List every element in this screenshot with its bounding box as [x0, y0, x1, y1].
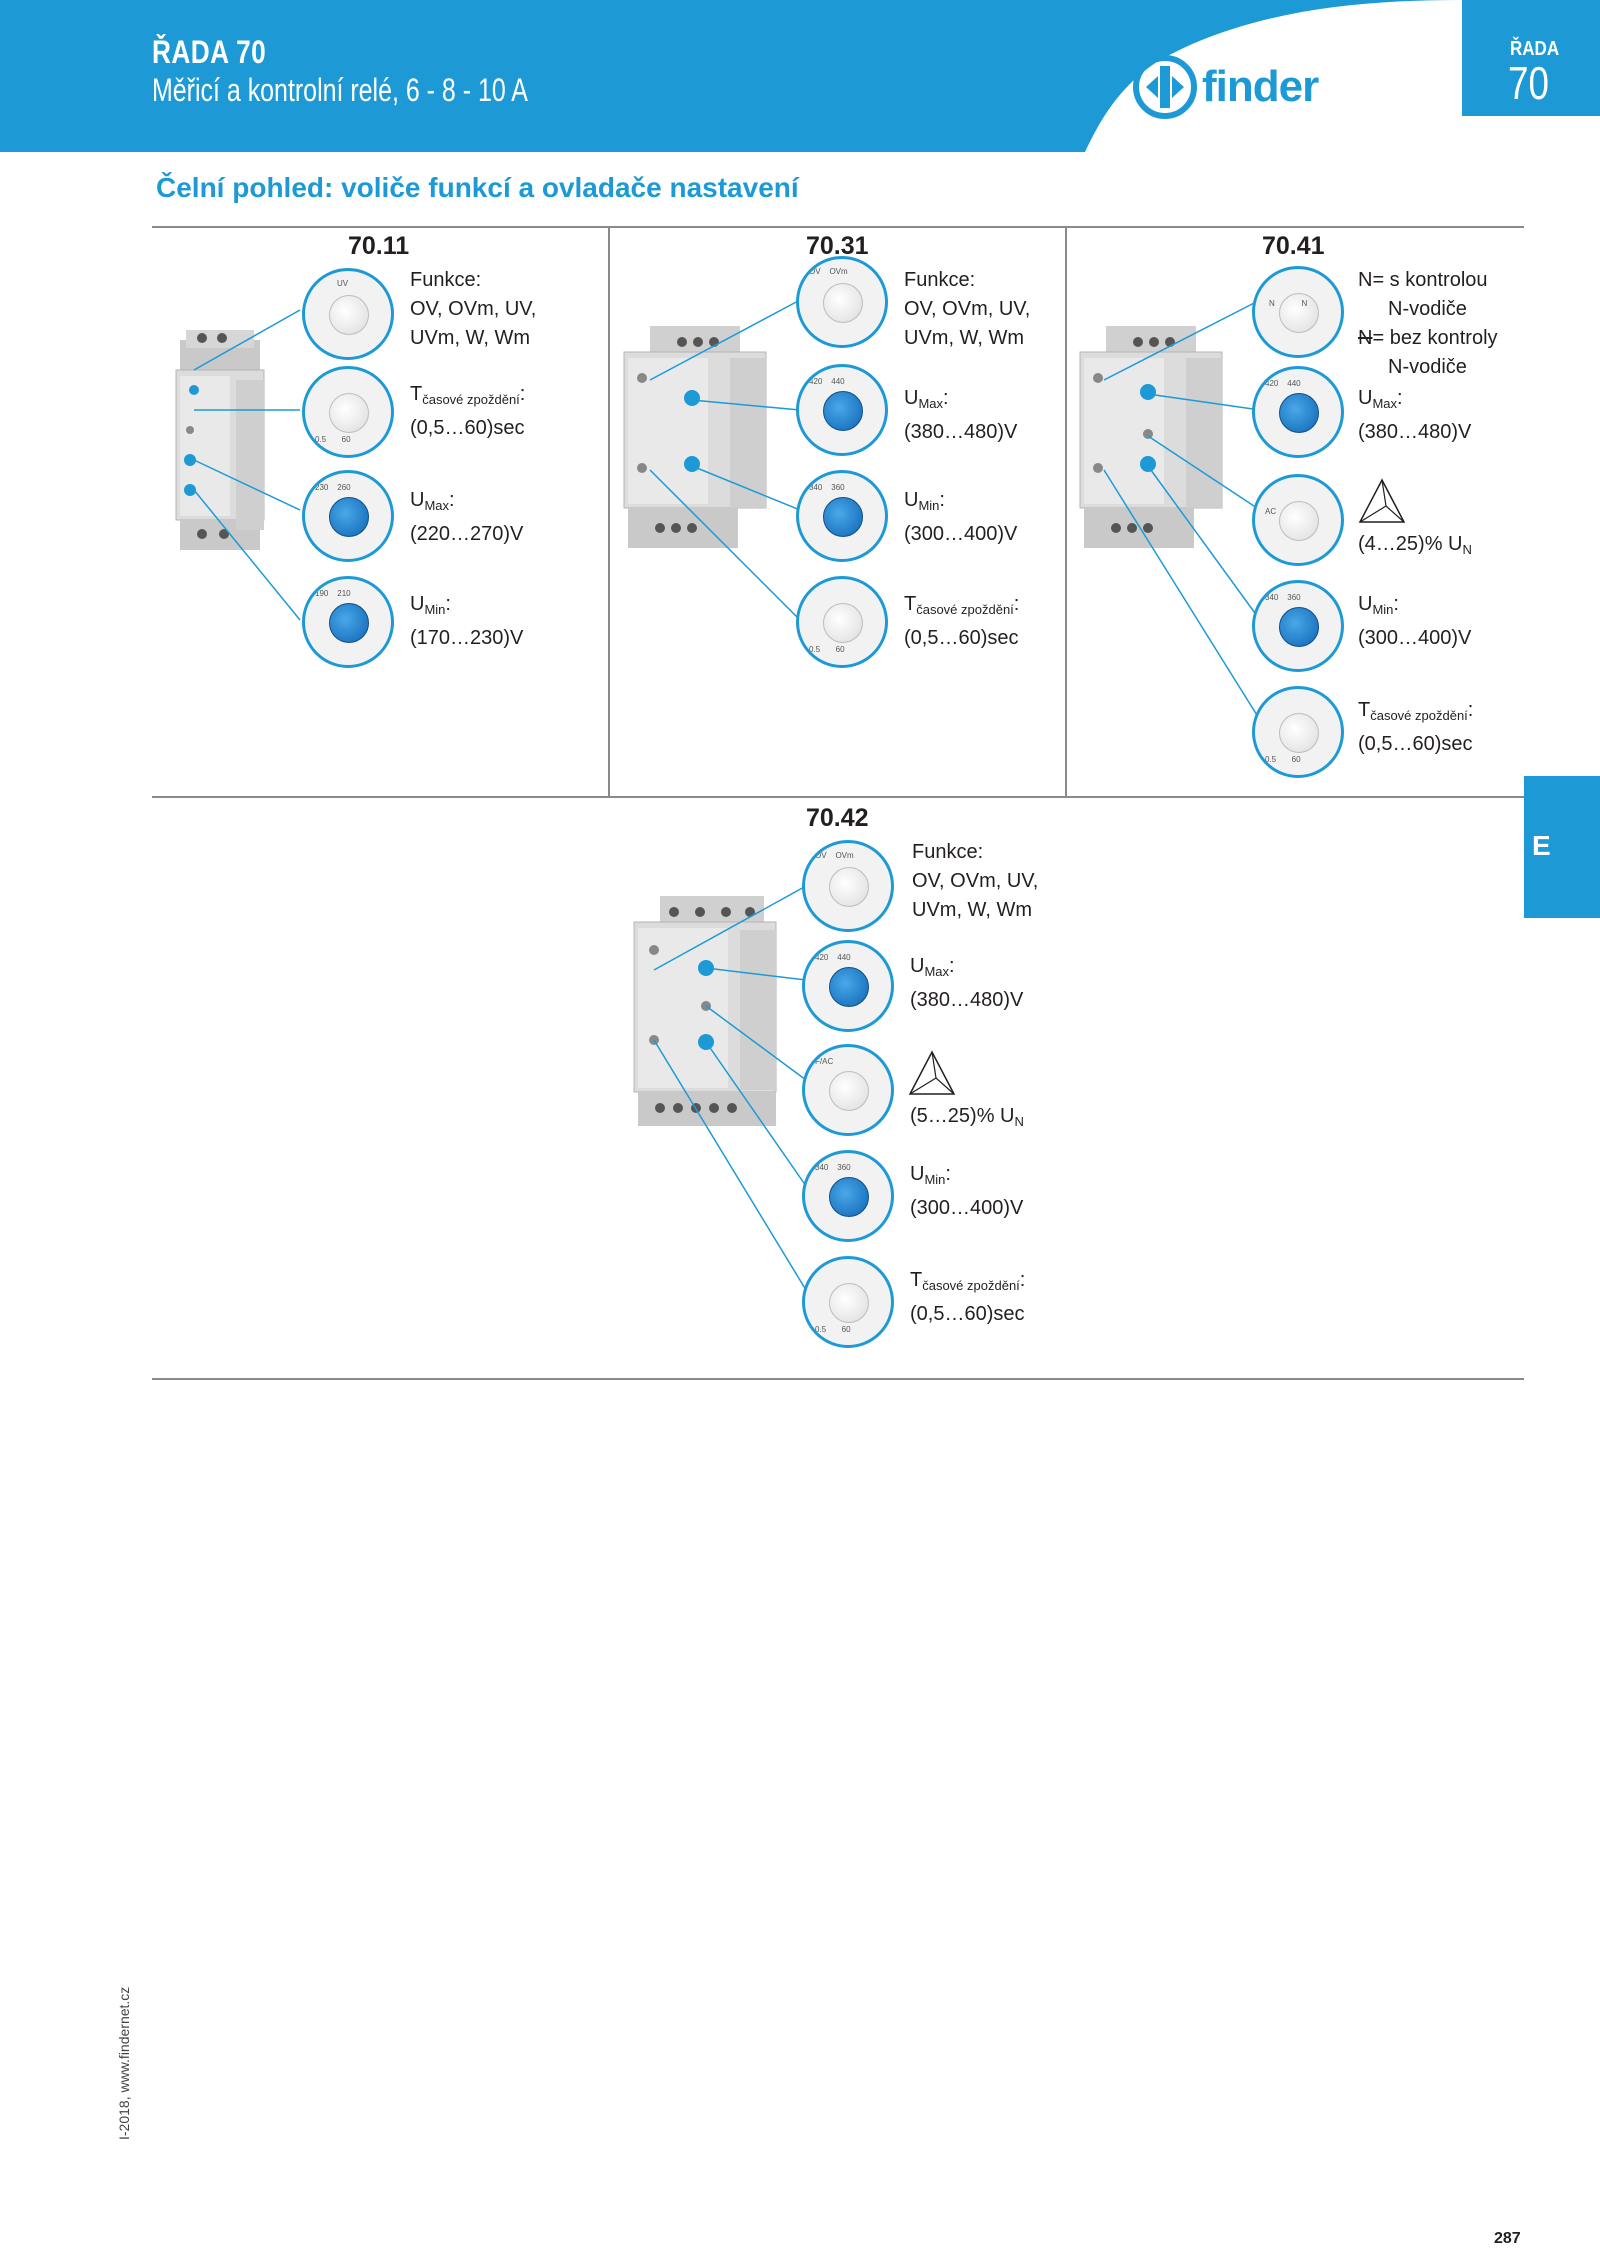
- umin-dial-7011: 190 210: [302, 576, 394, 668]
- delay-label-7031: Tčasové zpoždění: (0,5…60)sec: [904, 590, 1019, 653]
- relay-7042-device: [633, 896, 777, 1126]
- model-title-7031: 70.31: [806, 232, 869, 260]
- relay-7041-device: [1079, 326, 1223, 548]
- table-top-rule: [152, 226, 1524, 228]
- delay-label-7011: Tčasové zpoždění: (0,5…60)sec: [410, 380, 525, 443]
- umax-label-7011: UMax: (220…270)V: [410, 486, 523, 549]
- umin-range: (170…230)V: [410, 627, 524, 649]
- delay-range: (0,5…60)sec: [1358, 733, 1473, 755]
- func-list-line: UVm, W, Wm: [904, 327, 1024, 349]
- series-subtitle: Měřicí a kontrolní relé, 6 - 8 - 10 A: [152, 72, 528, 108]
- umin-dial-7031: 340 360: [796, 470, 888, 562]
- func-list-line: UVm, W, Wm: [912, 899, 1032, 921]
- model-title-7041: 70.41: [1262, 232, 1325, 260]
- umax-dial-7031: 420 440: [796, 364, 888, 456]
- delay-dial-7041: 0.5 60: [1252, 686, 1344, 778]
- umin-dial-7042: 340 360: [802, 1150, 894, 1242]
- func-selector-7031: OV OVm: [796, 256, 888, 348]
- asymmetry-triangle-icon: [908, 1050, 956, 1095]
- func-label-7031: Funkce: OV, OVm, UV, UVm, W, Wm: [904, 266, 1030, 353]
- umax-label-7031: UMax: (380…480)V: [904, 384, 1017, 447]
- func-list-line: UVm, W, Wm: [410, 327, 530, 349]
- func-list-line: OV, OVm, UV,: [410, 298, 537, 320]
- umax-range: (380…480)V: [910, 989, 1024, 1011]
- umin-dial-7041: 340 360: [1252, 580, 1344, 672]
- n-selector-7041: N N: [1252, 266, 1344, 358]
- series-title: ŘADA 70: [152, 34, 267, 70]
- umax-label-7041: UMax: (380…480)V: [1358, 384, 1471, 447]
- delay-label-7041: Tčasové zpoždění: (0,5…60)sec: [1358, 696, 1473, 759]
- umin-label-7031: UMin: (300…400)V: [904, 486, 1017, 549]
- column-divider-2: [1065, 226, 1067, 796]
- delay-label-7042: Tčasové zpoždění: (0,5…60)sec: [910, 1266, 1025, 1329]
- func-selector-7042: OV OVm: [802, 840, 894, 932]
- header-background: [0, 0, 1600, 152]
- delay-range: (0,5…60)sec: [410, 417, 525, 439]
- umin-range: (300…400)V: [1358, 627, 1472, 649]
- func-title: Funkce:: [410, 269, 482, 291]
- leader-lines-7011: [193, 309, 301, 621]
- delay-range: (0,5…60)sec: [904, 627, 1019, 649]
- umin-range: (300…400)V: [910, 1197, 1024, 1219]
- func-list-line: OV, OVm, UV,: [912, 870, 1039, 892]
- func-selector-7011: UV: [302, 268, 394, 360]
- umax-range: (220…270)V: [410, 523, 524, 545]
- delay-dial-7042: 0.5 60: [802, 1256, 894, 1348]
- func-label-7011: Funkce: OV, OVm, UV, UVm, W, Wm: [410, 266, 536, 353]
- umax-label-7042: UMax: (380…480)V: [910, 952, 1023, 1015]
- delay-range: (0,5…60)sec: [910, 1303, 1025, 1325]
- func-list-line: OV, OVm, UV,: [904, 298, 1031, 320]
- leader-lines-7042: [653, 885, 807, 1291]
- umin-label-7042: UMin: (300…400)V: [910, 1160, 1023, 1223]
- brand-logo-text: finder: [1202, 62, 1319, 111]
- series-tab-label: ŘADA: [1510, 38, 1560, 60]
- leader-lines-7041: [1103, 299, 1261, 721]
- asymmetry-triangle-icon: [1358, 478, 1406, 523]
- asym-dial-7042: F/AC: [802, 1044, 894, 1136]
- umax-dial-7041: 420 440: [1252, 366, 1344, 458]
- section-side-tab: [1524, 776, 1600, 918]
- asym-label-7041: (4…25)% UN: [1358, 533, 1472, 557]
- n-label-7041: N= s kontrolou N-vodiče N= bez kontroly …: [1358, 269, 1498, 378]
- umin-range: (300…400)V: [904, 523, 1018, 545]
- umax-range: (380…480)V: [904, 421, 1018, 443]
- model-title-7042: 70.42: [806, 804, 869, 832]
- func-label-7042: Funkce: OV, OVm, UV, UVm, W, Wm: [912, 838, 1038, 925]
- asym-label-7042: (5…25)% UN: [910, 1105, 1024, 1129]
- delay-dial-7031: 0.5 60: [796, 576, 888, 668]
- page-number: 287: [1494, 2230, 1521, 2247]
- finder-logo-icon: [1133, 55, 1197, 119]
- model-title-7011: 70.11: [348, 232, 410, 260]
- series-tab-number: 70: [1508, 57, 1549, 109]
- page-header: ŘADA 70 Měřicí a kontrolní relé, 6 - 8 -…: [0, 0, 1600, 152]
- table-bottom-rule: [152, 1378, 1524, 1380]
- table-middle-rule: [152, 796, 1524, 798]
- umax-dial-7011: 230 260: [302, 470, 394, 562]
- func-title: Funkce:: [912, 841, 984, 863]
- asym-dial-7041: AC: [1252, 474, 1344, 566]
- umax-dial-7042: 420 440: [802, 940, 894, 1032]
- footer-edition-text: I-2018, www.findernet.cz: [116, 1986, 132, 2140]
- delay-dial-7011: 0.5 60: [302, 366, 394, 458]
- relay-7031-device: [623, 326, 767, 548]
- umin-label-7011: UMin: (170…230)V: [410, 590, 523, 653]
- umin-label-7041: UMin: (300…400)V: [1358, 590, 1471, 653]
- column-divider-1: [608, 226, 610, 796]
- umax-range: (380…480)V: [1358, 421, 1472, 443]
- func-title: Funkce:: [904, 269, 976, 291]
- section-side-tab-letter: E: [1532, 830, 1551, 861]
- section-heading: Čelní pohled: voliče funkcí a ovladače n…: [156, 172, 799, 203]
- leader-lines-7031: [649, 299, 801, 621]
